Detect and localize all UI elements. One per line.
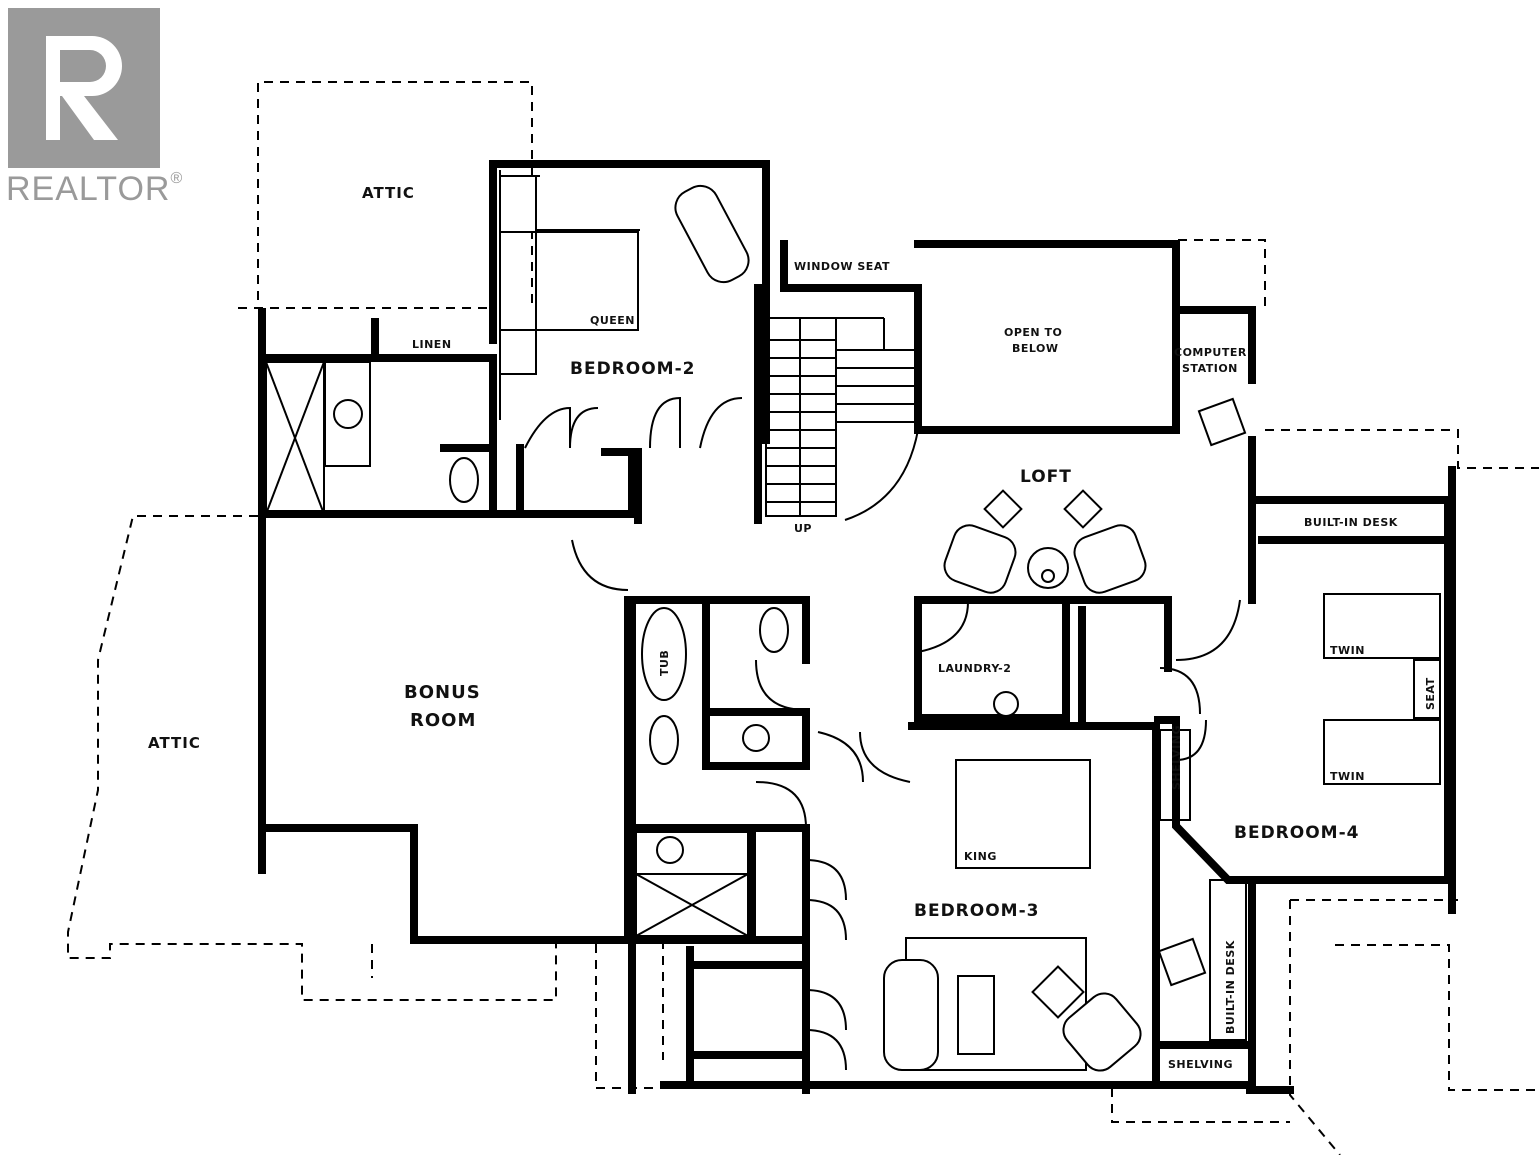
walls bbox=[258, 160, 1456, 1094]
room-loft: LOFT bbox=[1020, 467, 1072, 487]
shower bbox=[635, 831, 749, 937]
fixture-up: UP bbox=[794, 522, 812, 535]
room-attic-left: ATTIC bbox=[148, 734, 201, 752]
open-to-below-line2: BELOW bbox=[1012, 342, 1059, 355]
furniture bbox=[333, 184, 1441, 1072]
end-table bbox=[983, 489, 1023, 529]
fixture-linen: LINEN bbox=[412, 338, 452, 351]
doors bbox=[524, 396, 1241, 1071]
armchair bbox=[1073, 524, 1147, 594]
round-table bbox=[1027, 547, 1069, 589]
room-bedroom-4: BEDROOM-4 bbox=[1234, 823, 1359, 843]
shower bbox=[265, 361, 325, 515]
logo-word: REALTOR bbox=[6, 170, 171, 208]
armchair bbox=[943, 524, 1017, 594]
logo-registered-mark: ® bbox=[170, 170, 184, 187]
fixture-tub: TUB bbox=[658, 650, 671, 676]
sink bbox=[742, 724, 770, 752]
realtor-logo-icon bbox=[8, 8, 160, 168]
room-laundry: LAUNDRY-2 bbox=[938, 662, 1011, 675]
toilet bbox=[449, 457, 479, 503]
king-bed bbox=[955, 759, 1091, 869]
room-attic-top: ATTIC bbox=[362, 184, 415, 202]
fixture-built-in-desk-top: BUILT-IN DESK bbox=[1304, 516, 1398, 529]
open-to-below-line1: OPEN TO bbox=[1004, 326, 1062, 339]
room-bedroom-3: BEDROOM-3 bbox=[914, 901, 1039, 921]
chaise bbox=[674, 184, 750, 284]
fixture-shelving: SHELVING bbox=[1168, 1058, 1233, 1071]
toilet bbox=[649, 715, 679, 765]
twin-bed-bottom bbox=[1323, 719, 1441, 785]
room-bedroom-2: BEDROOM-2 bbox=[570, 359, 695, 379]
fixture-king: KING bbox=[964, 850, 997, 863]
coffee-table bbox=[957, 975, 995, 1055]
fixture-queen: QUEEN bbox=[590, 314, 635, 327]
room-bonus-line2: ROOM bbox=[410, 710, 476, 731]
desk-chair bbox=[1157, 937, 1207, 987]
room-bonus-line1: BONUS bbox=[404, 682, 481, 703]
end-table bbox=[1031, 965, 1085, 1019]
sink bbox=[333, 399, 363, 429]
desk-chair bbox=[1197, 397, 1247, 447]
end-table bbox=[1063, 489, 1103, 529]
toilet bbox=[759, 607, 789, 653]
washer bbox=[993, 691, 1019, 717]
fixture-seat: SEAT bbox=[1424, 677, 1437, 710]
labels: ATTIC ATTIC BEDROOM-2 BEDROOM-3 BEDROOM-… bbox=[148, 184, 1437, 1071]
fixture-shelving-vertical: SHELVING bbox=[1170, 725, 1183, 790]
queen-bed bbox=[535, 231, 639, 331]
wall-details bbox=[265, 170, 1247, 1041]
staircase bbox=[765, 317, 919, 521]
nightstand bbox=[499, 329, 537, 375]
sink bbox=[656, 836, 684, 864]
twin-bed-top bbox=[1323, 593, 1441, 659]
fixture-built-in-desk-right: BUILT-IN DESK bbox=[1224, 940, 1237, 1034]
fixture-twin-bottom: TWIN bbox=[1330, 770, 1365, 783]
nightstand bbox=[499, 175, 537, 233]
fixture-twin-top: TWIN bbox=[1330, 644, 1365, 657]
realtor-logo-text: REALTOR® bbox=[6, 170, 183, 209]
nightstand bbox=[1413, 659, 1441, 719]
sofa bbox=[883, 959, 939, 1071]
armchair bbox=[1062, 992, 1142, 1072]
fixture-computer-line2: STATION bbox=[1182, 362, 1238, 375]
bathtub bbox=[641, 607, 687, 701]
fixture-window-seat: WINDOW SEAT bbox=[794, 260, 890, 273]
fixture-computer-line1: COMPUTER bbox=[1174, 346, 1247, 359]
dashed-outlines bbox=[67, 81, 1539, 1155]
